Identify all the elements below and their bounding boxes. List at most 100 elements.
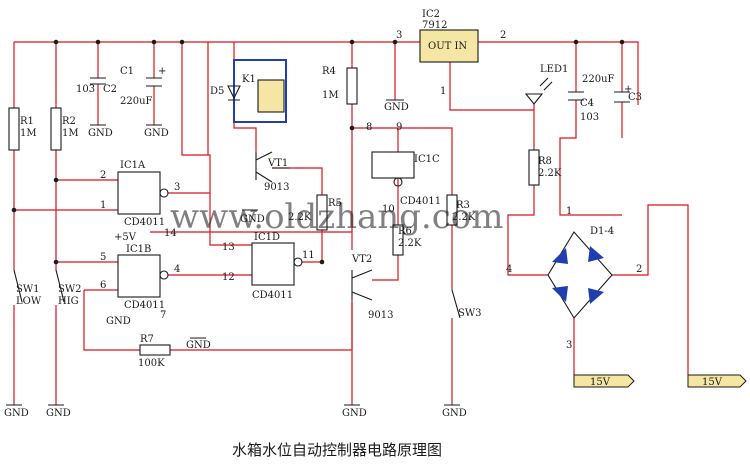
sw1-label: LOW xyxy=(16,296,42,307)
sw3-ref: SW3 xyxy=(458,308,482,319)
c4-value: 103 xyxy=(580,112,599,123)
c1-capacitor xyxy=(146,77,162,87)
gnd-r7: GND xyxy=(186,340,211,351)
k1-ref: K1 xyxy=(242,74,256,85)
ic1b-pin-gnd: 7 xyxy=(160,310,166,321)
c2-capacitor xyxy=(90,77,106,85)
ic1d-pin-out: 11 xyxy=(302,250,315,261)
ic1d-pin-in1: 13 xyxy=(222,242,235,253)
r6-value: 2.2K xyxy=(398,238,422,249)
gnd-sw1: GND xyxy=(4,408,29,419)
ac-left-label: 15V xyxy=(590,377,611,388)
vt2-value: 9013 xyxy=(368,310,393,321)
ic1b-pin-in1: 5 xyxy=(100,252,106,263)
r5-ref: R5 xyxy=(328,198,342,209)
ic1b-pin-out: 4 xyxy=(174,264,180,275)
ic1a-pin-in1: 2 xyxy=(100,170,106,181)
ic1b-gnd: GND xyxy=(106,316,131,327)
gnd-ic2: GND xyxy=(384,102,409,113)
c3-value: 220uF xyxy=(582,74,615,85)
junction-dots xyxy=(11,39,625,265)
r7-ref: R7 xyxy=(140,334,154,345)
bridge-pin-4: 4 xyxy=(506,264,512,275)
ic1a-type: CD4011 xyxy=(124,217,165,228)
led1-diode xyxy=(524,93,544,105)
ic1b-pin-in2: 6 xyxy=(100,280,106,291)
components xyxy=(6,29,747,406)
bridge-diodes xyxy=(552,246,604,304)
ic2-pin-2: 2 xyxy=(500,30,506,41)
r1-resistor xyxy=(8,107,20,151)
ic1a-ref: IC1A xyxy=(120,160,146,171)
ic1c-gate xyxy=(371,151,415,179)
r4-ref: R4 xyxy=(322,66,336,77)
ic1c-pin-a: 8 xyxy=(366,122,372,133)
ic1a-pin-in2: 1 xyxy=(100,200,106,211)
c2-value: 103 xyxy=(76,84,95,95)
r2-value: 1M xyxy=(62,128,79,139)
vt2-ref: VT2 xyxy=(351,254,372,265)
ic1c-pin-b: 9 xyxy=(396,122,402,133)
r8-ref: R8 xyxy=(538,156,552,167)
ac-input-right-tag xyxy=(687,374,747,388)
r3-ref: R3 xyxy=(456,200,470,211)
gnd-vt2: GND xyxy=(342,408,367,419)
supply-plus: +5V xyxy=(114,232,137,243)
gnd-sw2: GND xyxy=(46,408,71,419)
r2-ref: R2 xyxy=(62,116,76,127)
ic2-pin-1: 1 xyxy=(440,86,446,97)
sw2-label: HIG xyxy=(58,296,79,307)
r7-value: 100K xyxy=(138,358,165,369)
sw2-ref: SW2 xyxy=(58,284,82,295)
r3-value: 2.2K xyxy=(452,212,476,223)
gnd-c1: GND xyxy=(144,128,169,139)
ac-input-left-tag xyxy=(573,374,635,388)
ic1b-ref: IC1B xyxy=(126,244,151,255)
vt2-transistor xyxy=(351,269,373,301)
c1-plus: + xyxy=(158,66,166,77)
gnd-sw3: GND xyxy=(442,408,467,419)
k1-relay-coil xyxy=(257,79,285,113)
watermark: www.oldzhang.com xyxy=(170,197,504,237)
ic1c-pin-out: 10 xyxy=(382,204,395,215)
labels: IC2 7912 OUT IN 3 2 1 C1 + 103 C2 220uF … xyxy=(4,9,723,419)
ic1c-bubble xyxy=(393,177,403,187)
c1-ref: C1 xyxy=(120,66,134,77)
c2-ref: C2 xyxy=(103,84,117,95)
d5-diode xyxy=(227,85,241,101)
r5-resistor xyxy=(316,194,328,231)
r3-resistor xyxy=(446,194,458,226)
c1-value: 220uF xyxy=(120,96,153,107)
ic1c-type: CD4011 xyxy=(400,196,441,207)
c3-capacitor xyxy=(614,91,630,103)
r8-value: 2.2K xyxy=(538,168,562,179)
diagram-title: 水箱水位自动控制器电路原理图 xyxy=(232,441,442,459)
r8-resistor xyxy=(528,149,540,186)
vt1-value: 9013 xyxy=(264,182,289,193)
r5-value: 2.2K xyxy=(288,212,312,223)
bridge-pin-3: 3 xyxy=(566,340,572,351)
ic2-pins: OUT IN xyxy=(428,41,467,52)
ac-right-label: 15V xyxy=(702,377,723,388)
ic1c-ref: IC1C xyxy=(414,154,440,165)
r1-ref: R1 xyxy=(20,116,34,127)
bridge-rectifier xyxy=(547,231,613,319)
ic1a-gate xyxy=(117,171,161,215)
r6-ref: R6 xyxy=(398,226,412,237)
ic1a-pin-out: 3 xyxy=(174,182,180,193)
ic2-value: 7912 xyxy=(422,20,447,31)
gnd-vt1: GND xyxy=(240,214,265,225)
led1-ref: LED1 xyxy=(540,64,568,75)
sw1-switch xyxy=(13,269,23,303)
sw3-switch xyxy=(451,289,461,319)
ic2-regulator xyxy=(419,29,479,63)
supply-pin: 14 xyxy=(164,228,177,239)
ic1b-gate xyxy=(117,254,161,298)
wires xyxy=(13,41,689,405)
ic1b-type: CD4011 xyxy=(124,300,165,311)
bridge-ref: D1-4 xyxy=(590,226,614,237)
r6-resistor xyxy=(392,224,404,256)
ic1d-type: CD4011 xyxy=(252,290,293,301)
ic1d-gate xyxy=(251,242,295,286)
ic1d-pin-in2: 12 xyxy=(222,272,235,283)
